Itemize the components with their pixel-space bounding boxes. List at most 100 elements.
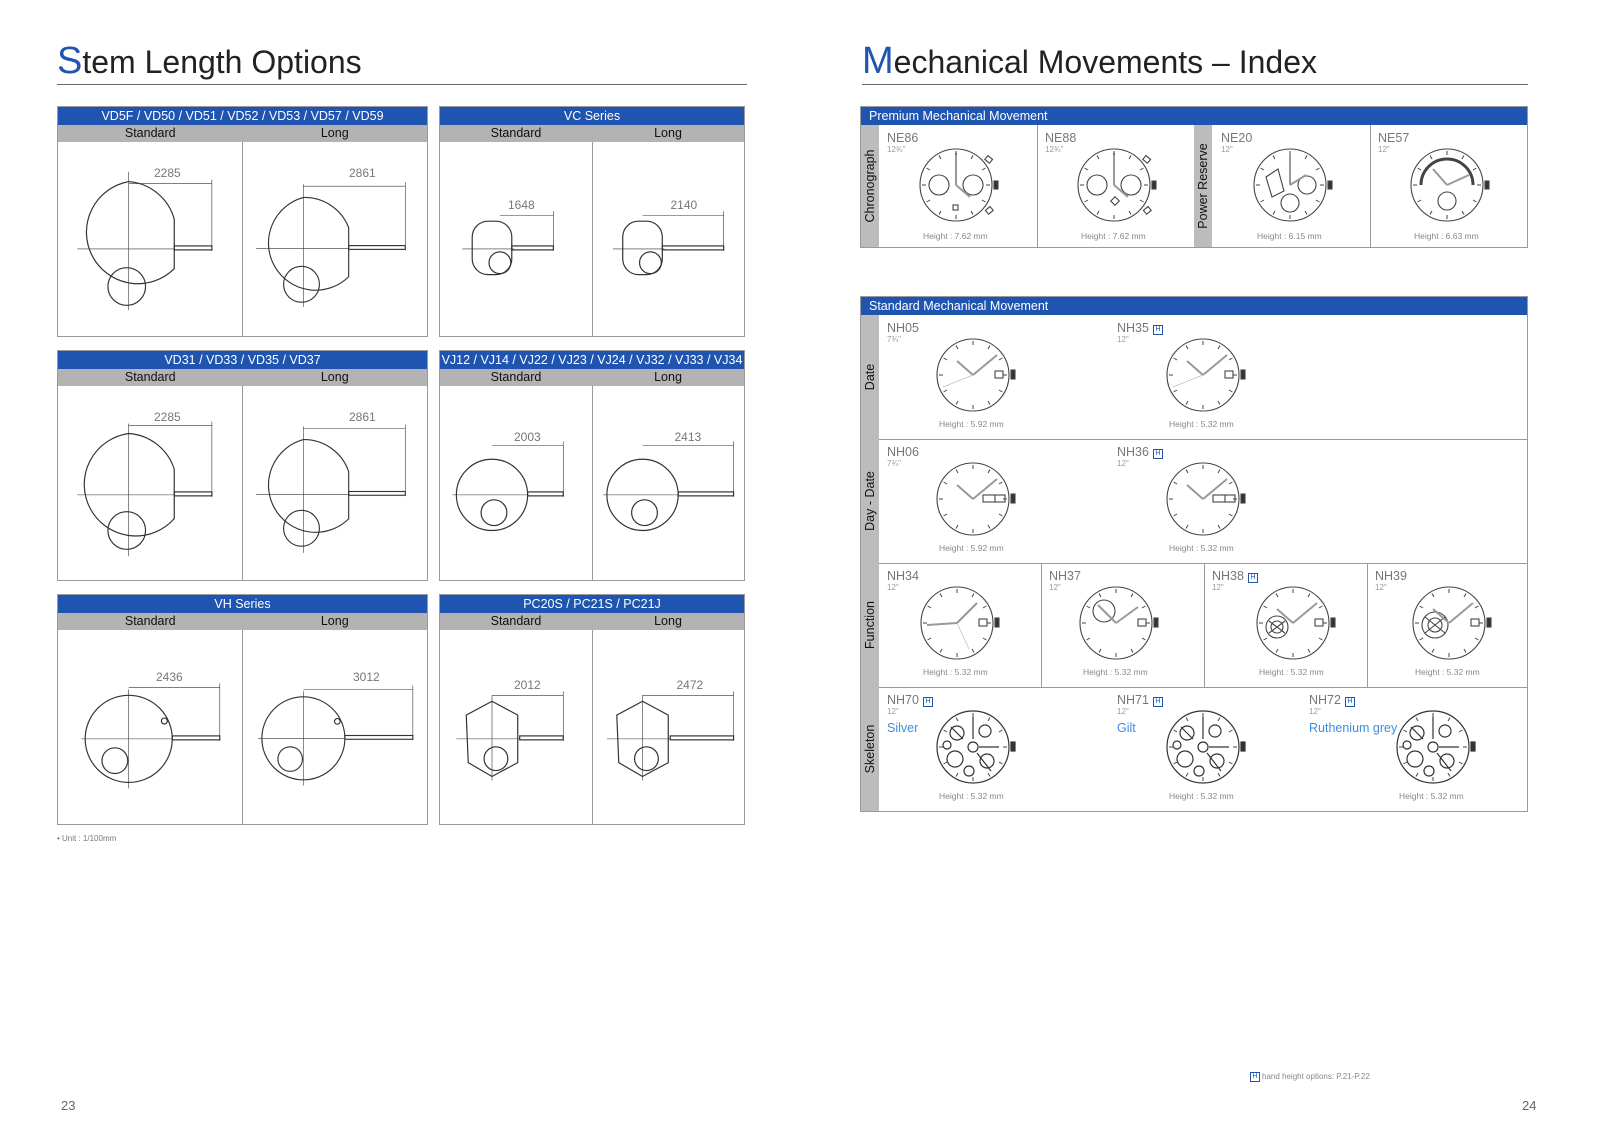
- dial-tick: [1419, 605, 1424, 609]
- dial-tick: [1315, 199, 1320, 203]
- standard-stem-drawing: 2436: [58, 630, 242, 824]
- chronograph-dial-icon: [919, 148, 999, 222]
- movement-height: Height : 5.32 mm: [1169, 543, 1234, 553]
- dial-tick: [1318, 637, 1323, 641]
- section-header: Standard Mechanical Movement: [861, 297, 1527, 315]
- dial-tick: [1463, 593, 1467, 598]
- dial-tick: [1263, 637, 1268, 641]
- dial-tick: [987, 345, 991, 350]
- dial-tick: [939, 593, 943, 598]
- movement-height: Height : 6.63 mm: [1414, 231, 1479, 241]
- movement-height: Height : 7.62 mm: [923, 231, 988, 241]
- movement-name: NE57: [1378, 131, 1410, 145]
- movement-size: 12": [1309, 707, 1321, 716]
- movement-height: Height : 5.32 mm: [1259, 667, 1324, 677]
- standard-movement-section: Standard Mechanical Movement Date Day - …: [860, 296, 1528, 812]
- long-stem-drawing: 2413: [591, 386, 745, 580]
- dial-tick: [1096, 210, 1100, 215]
- dial-tick: [1461, 155, 1465, 160]
- dial-tick: [1185, 345, 1189, 350]
- left-title-rule: [57, 84, 747, 85]
- date-dial-icon: [936, 338, 1016, 412]
- dial-tick: [1096, 155, 1100, 160]
- dial-tick: [1217, 345, 1221, 350]
- dial-tick: [1275, 648, 1279, 653]
- dial-tick: [987, 469, 991, 474]
- dial-tick: [927, 605, 932, 609]
- long-stem-drawing: 2861: [242, 142, 427, 336]
- stem-panel-vd5f: VD5F / VD50 / VD51 / VD52 / VD53 / VD57 …: [57, 106, 428, 337]
- dial-tick: [1272, 210, 1276, 215]
- movement-size: 12": [1375, 583, 1387, 592]
- dial-tick: [938, 210, 942, 215]
- dial-tick: [1128, 155, 1132, 160]
- dial-tick: [1228, 761, 1233, 765]
- dial-tick: [1086, 605, 1091, 609]
- dial-tick: [1098, 593, 1102, 598]
- dial-tick: [1217, 524, 1221, 529]
- dial-tick: [1417, 199, 1422, 203]
- dial-tick: [1228, 389, 1233, 393]
- power-reserve-dial-icon: [1253, 148, 1333, 222]
- open-heart-dial-icon: [1412, 586, 1492, 660]
- movement-height: Height : 5.32 mm: [1169, 791, 1234, 801]
- open-heart-dial-icon: [1256, 586, 1336, 660]
- skeleton-movement-icon: [1166, 710, 1246, 784]
- movement-height: Height : 7.62 mm: [1081, 231, 1146, 241]
- movement-height: Height : 5.32 mm: [1415, 667, 1480, 677]
- dial-tick: [943, 481, 948, 485]
- long-stem-drawing: 3012: [242, 630, 427, 824]
- dial-tick: [1139, 199, 1144, 203]
- movement-name: NH06: [887, 445, 919, 459]
- dial-tick: [1185, 524, 1189, 529]
- dial-tick: [943, 513, 948, 517]
- dial-tick: [998, 389, 1003, 393]
- right-title-rule: [862, 84, 1528, 85]
- dial-tick: [1307, 593, 1311, 598]
- dial-tick: [998, 357, 1003, 361]
- dial-tick: [1217, 469, 1221, 474]
- dial-tick: [1307, 648, 1311, 653]
- dial-tick: [982, 637, 987, 641]
- dial-tick: [1228, 357, 1233, 361]
- dial-tick: [1260, 167, 1265, 171]
- dial-tick: [1429, 210, 1433, 215]
- dial-tick: [1304, 155, 1308, 160]
- dial-tick: [1098, 648, 1102, 653]
- panel-header: VD31 / VD33 / VD35 / VD37: [58, 351, 427, 369]
- dial-tick: [1141, 637, 1146, 641]
- dial-tick: [1463, 648, 1467, 653]
- dial-tick: [1130, 593, 1134, 598]
- dial-tick: [927, 637, 932, 641]
- dial-tick: [1275, 593, 1279, 598]
- dial-tick: [1419, 637, 1424, 641]
- dial-tick: [943, 357, 948, 361]
- dial-tick: [1173, 389, 1178, 393]
- dial-tick: [1472, 199, 1477, 203]
- dial-tick: [1447, 772, 1451, 777]
- movement-height: Height : 5.32 mm: [1083, 667, 1148, 677]
- dial-tick: [1304, 210, 1308, 215]
- movement-name: NH05: [887, 321, 919, 335]
- dial-tick: [1431, 593, 1435, 598]
- chronograph-label: Chronograph: [861, 125, 879, 247]
- dial-tick: [1272, 155, 1276, 160]
- hand-height-icon: H: [1344, 697, 1355, 707]
- long-stem-drawing: 2140: [591, 142, 745, 336]
- dial-tick: [1185, 469, 1189, 474]
- dial-tick: [981, 167, 986, 171]
- dial-tick: [1217, 772, 1221, 777]
- row-label-day-date: Day - Date: [861, 439, 879, 563]
- movement-size: 12": [1378, 145, 1390, 154]
- dial-tick: [1185, 717, 1189, 722]
- movement-size: 12": [1049, 583, 1061, 592]
- hand-height-icon: H: [1152, 325, 1163, 335]
- dial-tick: [1228, 481, 1233, 485]
